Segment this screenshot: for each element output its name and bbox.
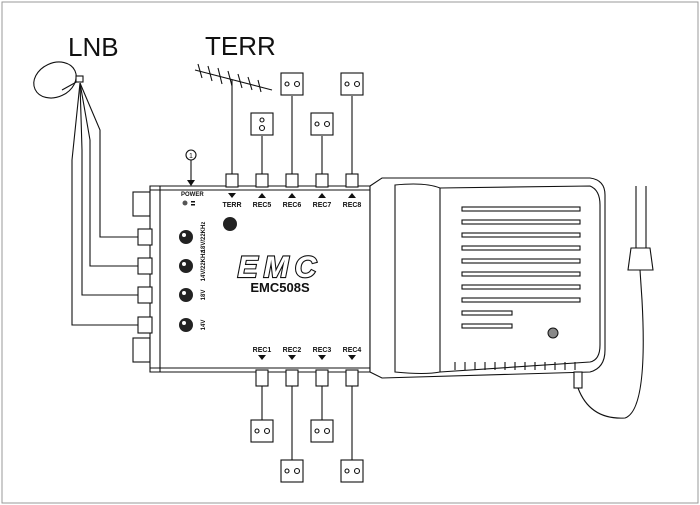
psu-ribs xyxy=(454,362,576,370)
vent-slots xyxy=(461,206,581,329)
input-label-3: 18V xyxy=(201,290,207,301)
arrow-rec2-down-icon xyxy=(288,355,296,360)
arrow-rec7-up-icon xyxy=(318,193,326,198)
lnb-input-connectors xyxy=(137,228,153,334)
arrow-rec8-up-icon xyxy=(348,193,356,198)
model-label: EMC508S xyxy=(250,280,310,295)
callout-number: 1 xyxy=(189,153,193,160)
arrow-rec6-up-icon xyxy=(288,193,296,198)
input-label-4: 14V xyxy=(201,320,207,331)
port-label-rec3: REC3 xyxy=(313,347,332,354)
outlet-rec1 xyxy=(250,386,274,443)
lnb-label: LNB xyxy=(68,32,119,62)
power-label: POWER xyxy=(181,192,204,198)
outlet-rec4 xyxy=(340,386,364,483)
power-led-indicator xyxy=(547,327,559,339)
power-cord xyxy=(573,186,654,419)
input-label-1: 18V/22KHz xyxy=(201,222,207,253)
outlet-rec3 xyxy=(310,386,334,443)
bottom-connectors xyxy=(255,369,359,387)
terrestrial-antenna-icon xyxy=(194,63,273,174)
port-label-rec6: REC6 xyxy=(283,202,302,209)
arrow-rec3-down-icon xyxy=(318,355,326,360)
port-label-rec5: REC5 xyxy=(253,202,272,209)
arrow-terr-down-icon xyxy=(228,193,236,198)
mount-bracket-bottom xyxy=(132,337,151,363)
port-label-rec4: REC4 xyxy=(343,347,362,354)
port-label-rec1: REC1 xyxy=(253,347,272,354)
power-indicator-icon xyxy=(182,200,188,206)
port-label-terr: TERR xyxy=(222,202,241,209)
satellite-dish xyxy=(33,61,84,99)
port-label-rec2: REC2 xyxy=(283,347,302,354)
arrow-rec5-up-icon xyxy=(258,193,266,198)
outlet-rec6 xyxy=(280,72,304,174)
lnb-cables xyxy=(71,82,138,326)
port-label-rec7: REC7 xyxy=(313,202,332,209)
terr-label: TERR xyxy=(205,31,276,61)
port-label-rec8: REC8 xyxy=(343,202,362,209)
outlet-rec5 xyxy=(250,112,274,174)
multiswitch-body xyxy=(132,177,606,379)
top-connectors xyxy=(225,173,359,188)
arrow-rec1-down-icon xyxy=(258,355,266,360)
outlet-rec7 xyxy=(310,112,334,174)
outlet-rec2 xyxy=(280,386,304,483)
power-plug-icon xyxy=(627,247,654,271)
brand-logo: EMC xyxy=(238,251,323,284)
input-knobs xyxy=(179,217,237,332)
arrow-rec4-down-icon xyxy=(348,355,356,360)
outlet-rec8 xyxy=(340,72,364,174)
lnb-head-icon xyxy=(75,75,84,83)
input-label-2: 14V/22KHz xyxy=(201,251,207,282)
mount-bracket-top xyxy=(132,191,151,217)
